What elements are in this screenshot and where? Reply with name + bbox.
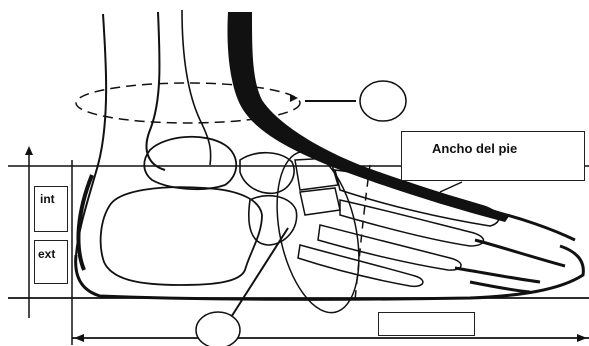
fibula-outline (182, 10, 211, 165)
calcaneus-bone (101, 187, 262, 285)
length-arrow-left (74, 334, 84, 342)
ankle-arrow (290, 94, 298, 102)
external-label: ext (38, 247, 55, 261)
foot-outline (76, 246, 584, 299)
length-arrow-right (577, 334, 587, 342)
talus-bone (144, 137, 236, 189)
metatarsal-3 (318, 225, 461, 270)
ankle-measure-circle (360, 81, 406, 121)
length-value-box (378, 312, 475, 336)
width-leader-line (440, 182, 462, 192)
height-arrow-top (25, 146, 33, 155)
navicular-bone (240, 153, 294, 194)
cuneiform-2 (300, 188, 340, 215)
foot-width-label: Ancho del pie (432, 141, 517, 156)
midfoot-measure-circle (196, 312, 240, 346)
internal-label: int (40, 192, 55, 206)
toe-phalanges (455, 212, 575, 292)
cuneiform-1 (295, 158, 338, 190)
foot-width-label-box (401, 131, 585, 181)
ankle-ellipse (76, 83, 300, 123)
